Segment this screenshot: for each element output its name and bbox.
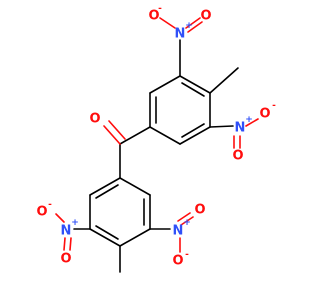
molecule-structure-diagram: N + O - O N + O - O O N + O - O N +	[36, 4, 276, 273]
carbonyl-double-bond	[103, 125, 121, 145]
upper-benzene-ring	[149, 75, 211, 145]
nitro-nitrogen-label: N	[173, 224, 184, 239]
carbonyl-double-bond-2	[108, 120, 126, 140]
nitro-plus-charge: +	[183, 218, 191, 228]
nitro-minus-charge: -	[185, 250, 189, 260]
nitro-double-bond-right-2	[187, 21, 203, 33]
nitro-plus-charge: +	[185, 21, 193, 31]
lower-benzene-ring	[89, 177, 151, 247]
nitro-bond-up	[55, 213, 65, 223]
nitro-double-bond-up-2	[180, 216, 194, 226]
nitro-oxygen-label: O	[36, 205, 47, 220]
nitro-nitrogen-label: N	[235, 121, 246, 136]
nitro-plus-charge: +	[245, 115, 253, 125]
nitro-oxygen-label: O	[148, 9, 159, 24]
nitro-nitrogen-label: N	[175, 27, 186, 42]
bond	[119, 228, 151, 247]
bond	[179, 126, 211, 145]
double-bond-inner	[181, 82, 205, 97]
nitro-double-bond-down	[63, 237, 66, 251]
nitro-oxygen-label: O	[194, 203, 205, 218]
nitro-double-bond-right	[185, 17, 201, 29]
nitro-oxygen-label: O	[259, 107, 270, 122]
nitro-nitrogen-label: N	[61, 224, 72, 239]
double-bond-inner	[95, 184, 119, 199]
nitro-minus-charge: -	[48, 200, 52, 210]
nitro-plus-charge: +	[71, 218, 79, 228]
nitro-minus-charge: -	[158, 4, 162, 14]
nitro-double-bond-down-2	[69, 237, 72, 251]
bond	[119, 177, 151, 196]
nitro-bond-right	[245, 118, 259, 127]
nitro-minus-charge: -	[272, 101, 276, 111]
nitro-bond-left	[159, 17, 176, 29]
bond	[89, 228, 121, 247]
methyl-bond-upper	[209, 67, 239, 94]
bond	[179, 75, 211, 94]
nitro-oxygen-label: O	[172, 254, 183, 269]
bond	[149, 75, 181, 94]
bond	[149, 126, 181, 145]
nitro-double-bond-up	[177, 212, 191, 222]
bond	[89, 177, 121, 196]
bond-ring-to-carbonyl	[119, 126, 151, 145]
nitro-oxygen-label: O	[200, 9, 211, 24]
nitro-oxygen-label: O	[60, 252, 71, 267]
double-bond-inner	[181, 123, 205, 138]
bond-ring-to-nitro	[209, 125, 234, 128]
nitro-oxygen-label: O	[232, 149, 243, 164]
carbonyl-oxygen-label: O	[89, 112, 100, 127]
double-bond-inner	[95, 225, 119, 240]
